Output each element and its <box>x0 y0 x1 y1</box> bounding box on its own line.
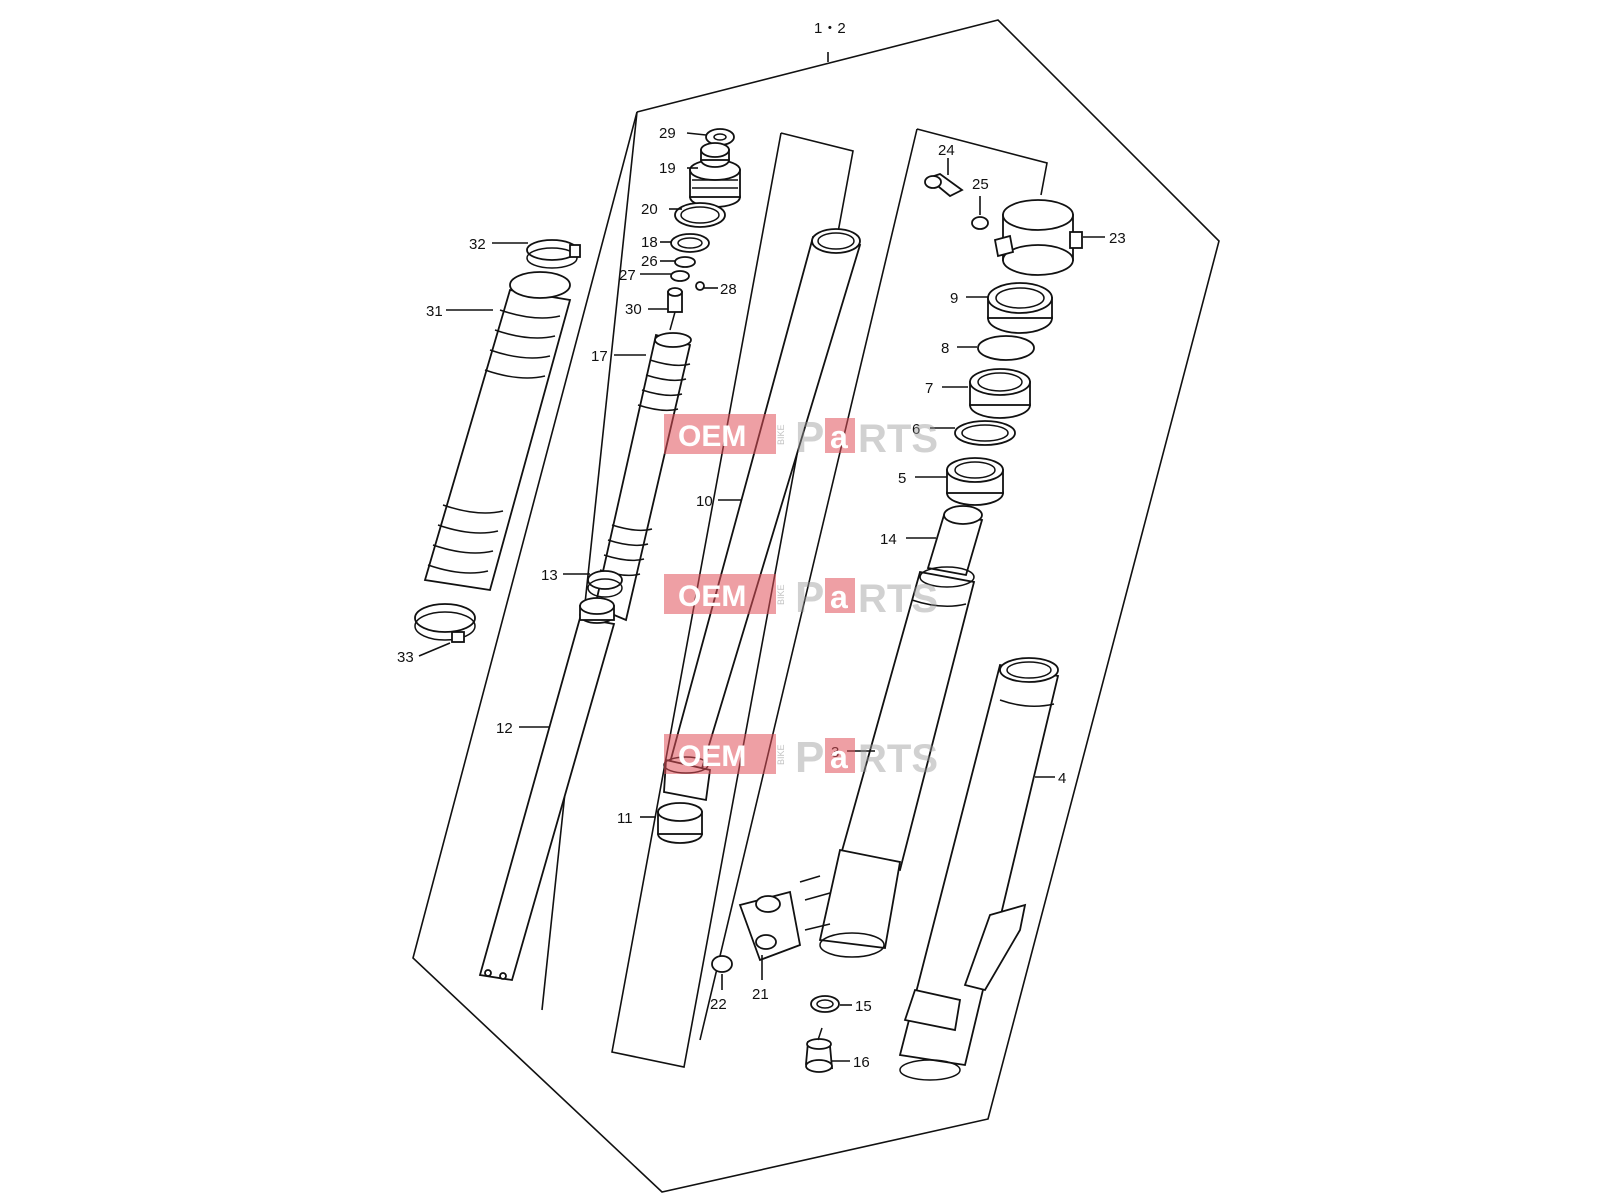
drain-bolt-16 <box>805 1027 834 1073</box>
washer-18-inner <box>677 237 703 249</box>
nut-27 <box>670 270 690 282</box>
adjuster-30 <box>667 287 683 331</box>
callout-23: 23 <box>1109 230 1126 247</box>
callout-25: 25 <box>972 176 989 193</box>
dust-seal-9 <box>987 282 1053 334</box>
callout-18: 18 <box>641 234 658 251</box>
assembly-outline <box>412 19 1220 1193</box>
washer-26 <box>674 256 696 268</box>
watermark-1: OEM BIKE P a RTS <box>664 413 938 462</box>
callout-10: 10 <box>696 493 713 510</box>
washer-15 <box>810 995 840 1013</box>
callout-26: 26 <box>641 253 658 270</box>
washer-6-inner <box>961 424 1009 442</box>
svg-text:RTS: RTS <box>858 417 938 461</box>
callout-22: 22 <box>710 996 727 1013</box>
callout-31: 31 <box>426 303 443 320</box>
clamp-23 <box>993 199 1083 276</box>
callout-5: 5 <box>898 470 906 487</box>
callout-4: 4 <box>1058 770 1066 787</box>
o-ring-20-inner <box>680 206 720 224</box>
band-32 <box>526 239 581 269</box>
callout-24: 24 <box>938 142 955 159</box>
damper-tube-12 <box>478 597 616 982</box>
svg-text:OEM: OEM <box>678 420 746 453</box>
washer-25 <box>971 216 989 230</box>
callout-29: 29 <box>659 125 676 142</box>
svg-text:a: a <box>830 739 848 775</box>
svg-text:a: a <box>830 579 848 615</box>
svg-text:OEM: OEM <box>678 580 746 613</box>
callout-11: 11 <box>617 810 633 827</box>
svg-text:BIKE: BIKE <box>776 744 786 765</box>
bushing-5 <box>946 457 1004 506</box>
damper-group-line <box>541 111 638 1011</box>
watermark-2: OEM BIKE P a RTS <box>664 573 938 622</box>
svg-text:OEM: OEM <box>678 740 746 773</box>
watermark-3: OEM BIKE P a RTS <box>664 733 938 782</box>
washer-15-inner <box>816 999 834 1009</box>
outer-tube-4 <box>898 657 1060 1081</box>
clip-8 <box>977 335 1035 361</box>
svg-text:a: a <box>830 419 848 455</box>
ball-28 <box>695 281 705 291</box>
bracket-21 <box>738 875 831 962</box>
leader-lines <box>418 132 1105 1062</box>
cap-bolt-19 <box>689 142 741 208</box>
callout-labels: 29 19 20 18 26 27 28 30 17 32 31 13 33 1… <box>397 125 1126 1071</box>
washer-29-hole <box>713 133 727 141</box>
svg-text:P: P <box>795 413 824 462</box>
top-cap-group-bracket <box>916 128 1048 196</box>
callout-32: 32 <box>469 236 486 253</box>
callout-17: 17 <box>591 348 608 365</box>
band-33 <box>414 603 476 643</box>
callout-28: 28 <box>720 281 737 298</box>
outer-group-line <box>699 128 918 1041</box>
callout-8: 8 <box>941 340 949 357</box>
bolt-24 <box>924 172 964 198</box>
callout-15: 15 <box>855 998 872 1015</box>
callout-33: 33 <box>397 649 414 666</box>
svg-text:BIKE: BIKE <box>776 424 786 445</box>
callout-14: 14 <box>880 531 897 548</box>
inner-tube-10 <box>663 228 862 802</box>
callout-30: 30 <box>625 301 642 318</box>
nut-22 <box>711 955 733 973</box>
callout-7: 7 <box>925 380 933 397</box>
boot-31 <box>423 271 572 592</box>
svg-text:RTS: RTS <box>858 577 938 621</box>
callout-6: 6 <box>912 421 920 438</box>
ring-13-bottom <box>587 578 623 598</box>
washer-18 <box>670 233 710 253</box>
callout-19: 19 <box>659 160 676 177</box>
svg-text:RTS: RTS <box>858 737 938 781</box>
svg-text:BIKE: BIKE <box>776 584 786 605</box>
callout-21: 21 <box>752 986 769 1003</box>
svg-text:P: P <box>795 733 824 782</box>
assembly-label: 1・2 <box>814 20 846 37</box>
callout-16: 16 <box>853 1054 870 1071</box>
ring-13 <box>587 570 623 590</box>
bushing-11 <box>657 802 703 844</box>
callout-12: 12 <box>496 720 513 737</box>
oil-seal-7 <box>969 368 1031 419</box>
outer-tube-3 <box>818 566 976 958</box>
callout-13: 13 <box>541 567 558 584</box>
callout-20: 20 <box>641 201 658 218</box>
callout-9: 9 <box>950 290 958 307</box>
svg-text:P: P <box>795 573 824 622</box>
spring-17 <box>593 332 692 622</box>
cylinder-14 <box>926 505 984 577</box>
callout-27: 27 <box>619 267 636 284</box>
